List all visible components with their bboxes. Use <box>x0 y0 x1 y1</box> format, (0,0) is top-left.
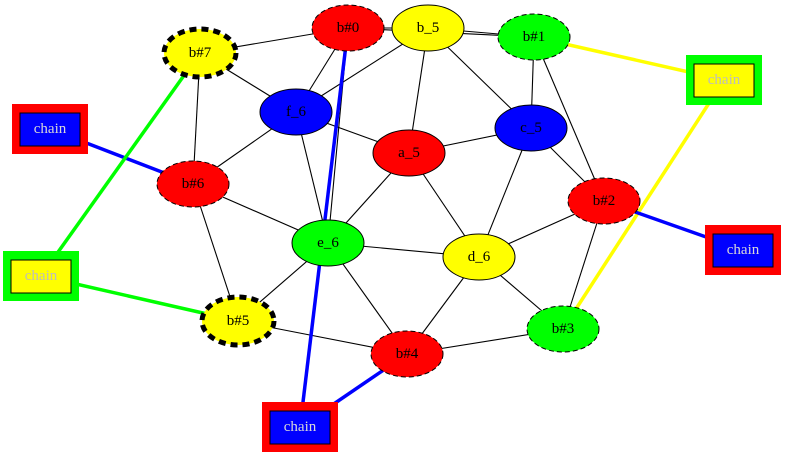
chain-left-bottom-box[interactable]: chain <box>3 251 79 301</box>
chains-layer: chain chain chain chain chain <box>3 55 781 452</box>
node-b6[interactable]: b#6 <box>156 160 230 208</box>
node-b5[interactable]: b#5 <box>199 294 277 348</box>
chain-right-top-box[interactable]: chain <box>686 55 762 105</box>
node-c5[interactable]: c_5 <box>494 104 568 152</box>
node-b5top[interactable]: b_5 <box>391 4 465 52</box>
node-ellipse <box>199 294 277 348</box>
node-label: b#5 <box>227 313 250 329</box>
node-label: b_5 <box>417 20 440 36</box>
node-label: b#1 <box>523 29 546 45</box>
node-b1[interactable]: b#1 <box>497 13 571 61</box>
node-ellipse <box>494 104 568 152</box>
node-ellipse <box>259 88 333 136</box>
node-b0[interactable]: b#0 <box>311 4 385 52</box>
chain-inner-box <box>19 112 81 147</box>
node-ellipse <box>497 13 571 61</box>
chain-inner-box <box>712 233 774 268</box>
node-ellipse <box>567 177 641 225</box>
nodes-layer: b#0 b_5 b#1 b#7 f_6 a_5 c_5 b#6 b#2 e_6 d_6 b#5 b#4 b… <box>156 4 641 378</box>
node-a5[interactable]: a_5 <box>372 129 446 177</box>
chain-label: chain <box>25 268 58 284</box>
chain-label: chain <box>284 419 317 435</box>
node-label: f_6 <box>286 104 306 120</box>
edge-b1-b2 <box>533 36 605 202</box>
node-label: a_5 <box>398 145 420 161</box>
chain-label: chain <box>708 72 741 88</box>
node-ellipse <box>391 4 465 52</box>
node-f6[interactable]: f_6 <box>259 88 333 136</box>
chain-link-chain-right-top-b3 <box>561 79 726 330</box>
node-b3[interactable]: b#3 <box>526 305 600 353</box>
node-label: b#0 <box>337 20 360 36</box>
node-label: b#7 <box>189 45 212 61</box>
node-b4[interactable]: b#4 <box>370 330 444 378</box>
node-label: e_6 <box>317 235 339 251</box>
node-ellipse <box>156 160 230 208</box>
chain-inner-box <box>10 259 72 294</box>
node-e6[interactable]: e_6 <box>291 219 365 267</box>
node-ellipse <box>372 129 446 177</box>
chain-bottom-box[interactable]: chain <box>262 402 338 452</box>
node-d6[interactable]: d_6 <box>442 233 516 281</box>
chain-label: chain <box>727 242 760 258</box>
node-ellipse <box>526 305 600 353</box>
node-b2[interactable]: b#2 <box>567 177 641 225</box>
node-b7[interactable]: b#7 <box>161 26 239 80</box>
node-ellipse <box>161 26 239 80</box>
chain-link-chain-left-bottom-b7 <box>39 51 202 278</box>
node-ellipse <box>311 4 385 52</box>
node-label: b#2 <box>593 193 616 209</box>
chain-inner-box <box>269 410 331 445</box>
node-ellipse <box>442 233 516 281</box>
chain-label: chain <box>34 121 67 137</box>
chain-inner-box <box>693 63 755 98</box>
node-label: b#6 <box>182 176 205 192</box>
node-ellipse <box>370 330 444 378</box>
node-label: b#3 <box>552 321 575 337</box>
node-label: b#4 <box>396 346 419 362</box>
node-ellipse <box>291 219 365 267</box>
chain-left-top-box[interactable]: chain <box>12 104 88 154</box>
chain-right-bottom-box[interactable]: chain <box>705 225 781 275</box>
node-label: c_5 <box>520 120 542 136</box>
node-label: d_6 <box>468 249 491 265</box>
